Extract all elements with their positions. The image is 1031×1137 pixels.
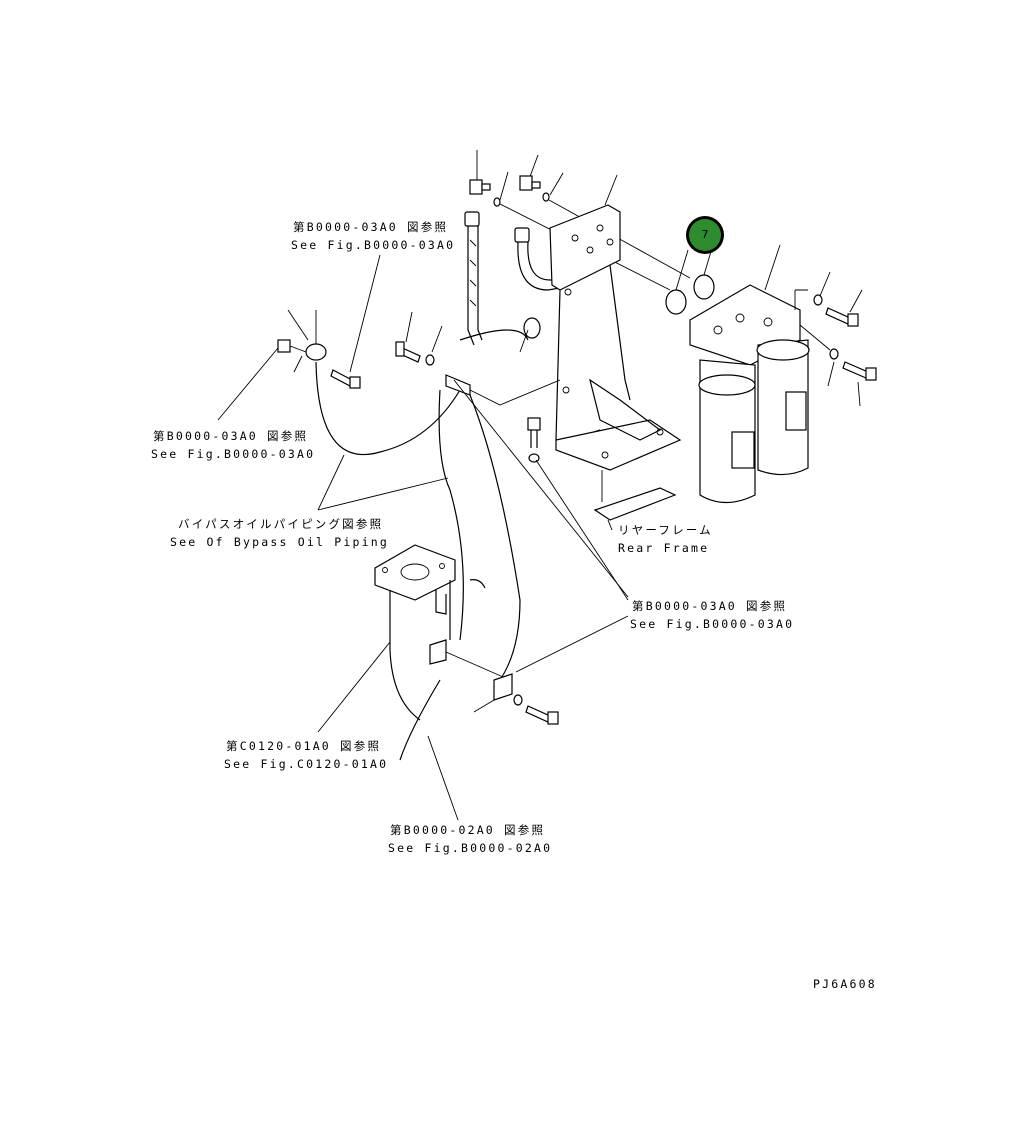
rear-frame-jp: リヤーフレーム [618,523,713,537]
o-rings [665,247,715,315]
bypass-en: See Of Bypass Oil Piping [170,535,389,549]
right-bolts [794,271,877,407]
top-leaders [476,150,618,206]
drawing-code: PJ6A608 [813,977,877,991]
ref-top-jp: 第B0000-03A0 図参照 [293,220,449,234]
bypass-jp: バイパスオイルパイピング図参照 [178,517,384,531]
ref-b0200-en: See Fig.B0000-02A0 [388,841,553,855]
lower-pipe [374,544,511,761]
ref-left-jp: 第B0000-03A0 図参照 [153,429,309,443]
callout-number[interactable]: 7 [701,228,709,241]
callout-badge-7[interactable] [686,216,724,254]
ref-b0200-jp: 第B0000-02A0 図参照 [390,823,546,837]
ref-c0120-en: See Fig.C0120-01A0 [224,757,389,771]
ref-c0120-jp: 第C0120-01A0 図参照 [226,739,382,753]
label-leaders [217,254,629,821]
ref-left-en: See Fig.B0000-03A0 [151,447,316,461]
center-bolt [527,417,541,463]
bracket [549,204,682,531]
left-clamp-assembly [277,309,561,681]
ref-top-en: See Fig.B0000-03A0 [291,238,456,252]
hoses [464,211,561,346]
filter-assembly [689,244,810,504]
rear-frame-en: Rear Frame [618,541,710,555]
ref-right-jp: 第B0000-03A0 図参照 [632,599,788,613]
ref-right-en: See Fig.B0000-03A0 [630,617,795,631]
lower-clamp [473,673,559,725]
